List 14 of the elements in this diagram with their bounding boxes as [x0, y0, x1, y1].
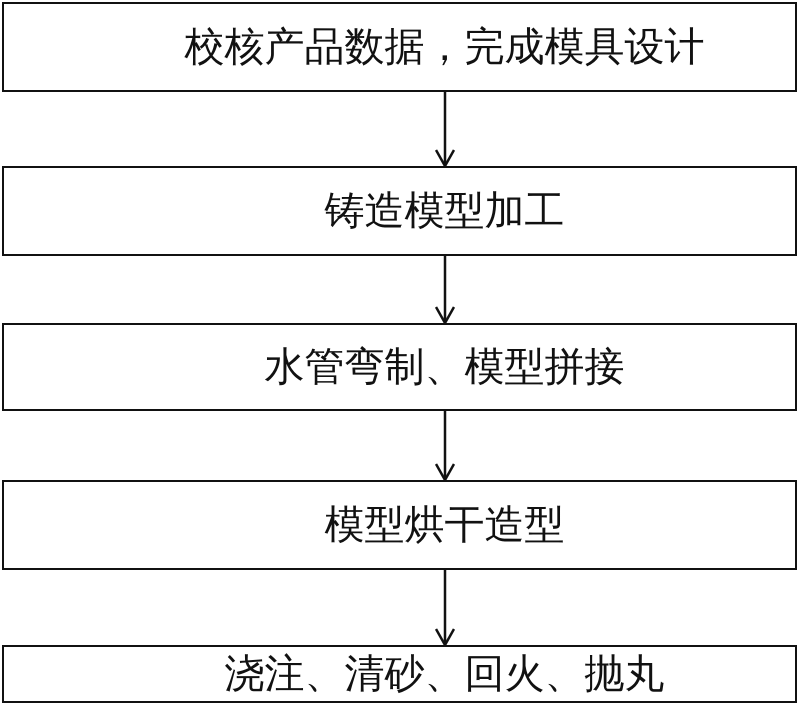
step-text: 校核产品数据，完成模具设计: [184, 25, 704, 69]
arrow: [434, 570, 456, 646]
arrow: [434, 411, 456, 482]
process-box: [2, 323, 797, 411]
process-box: [2, 645, 797, 703]
step-text: 浇注、清砂、回火、抛丸: [224, 652, 664, 696]
process-box: [2, 480, 797, 570]
process-box: [2, 2, 797, 92]
step-text: 水管弯制、模型拼接: [264, 345, 624, 389]
arrow: [434, 92, 456, 168]
step-text: 模型烘干造型: [324, 503, 564, 547]
arrow: [434, 256, 456, 324]
step-text: 铸造模型加工: [324, 189, 564, 233]
process-box: [2, 166, 797, 256]
